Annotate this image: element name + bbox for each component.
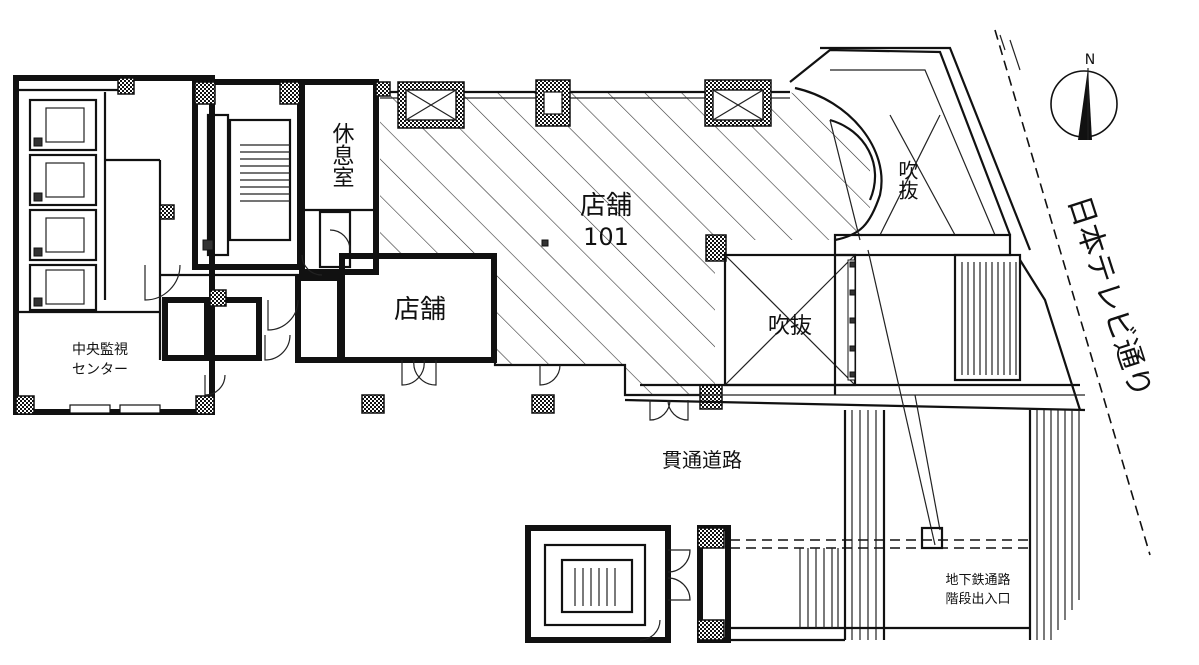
stair-core-south bbox=[525, 525, 731, 643]
atrium-right-label: 吹抜 bbox=[895, 160, 919, 200]
shop-small-label: 店舗 bbox=[394, 295, 446, 325]
shop-101-name: 店舗 bbox=[580, 191, 632, 221]
east-wedge bbox=[789, 46, 1032, 395]
street-edge bbox=[994, 29, 1151, 556]
control-center-label-2: センター bbox=[72, 362, 128, 378]
rest-room-label: 休息室 bbox=[329, 122, 355, 188]
shop-small bbox=[339, 239, 561, 414]
passage-label: 貫通道路 bbox=[662, 448, 742, 472]
north-arrow-icon bbox=[1050, 68, 1118, 140]
street-label: 日本テレビ通り bbox=[1060, 192, 1158, 403]
subway-label-2: 階段出入口 bbox=[945, 592, 1010, 607]
north-windows bbox=[397, 79, 772, 410]
subway-entrance bbox=[730, 249, 1080, 642]
shop-101-number: 101 bbox=[583, 223, 629, 251]
atrium-center-label: 吹抜 bbox=[768, 314, 812, 339]
control-center-windows bbox=[69, 404, 161, 414]
east-stairs bbox=[624, 253, 1086, 421]
control-center-label-1: 中央監視 bbox=[72, 341, 128, 358]
compass-north-label: N bbox=[1085, 52, 1095, 68]
subway-label-1: 地下鉄通路 bbox=[945, 572, 1010, 588]
elevator-bank bbox=[28, 98, 98, 312]
